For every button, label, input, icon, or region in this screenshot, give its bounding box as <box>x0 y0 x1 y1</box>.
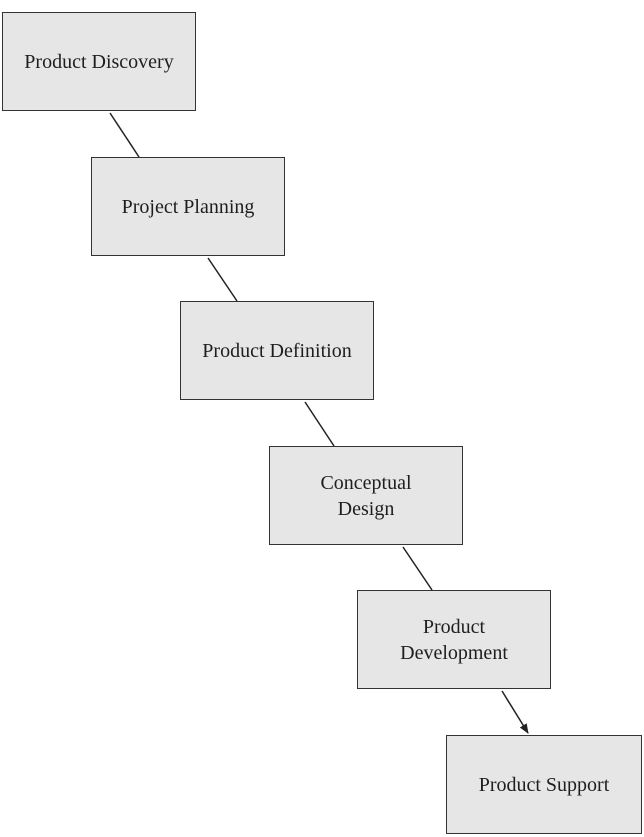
step-conceptual-design: Conceptual Design <box>269 446 463 545</box>
step-project-planning: Project Planning <box>91 157 285 256</box>
step-label: Product Definition <box>202 339 352 362</box>
step-product-definition: Product Definition <box>180 301 374 400</box>
connector-conceptual-to-development <box>402 546 433 591</box>
step-product-discovery: Product Discovery <box>2 12 196 111</box>
connector-planning-to-definition <box>207 257 238 302</box>
step-label: Product Support <box>478 773 610 796</box>
connector-discovery-to-planning <box>109 112 140 158</box>
step-label: Product Discovery <box>24 50 174 73</box>
connector-definition-to-conceptual <box>304 401 335 447</box>
step-label: Conceptual Design <box>320 471 412 520</box>
step-label: Project Planning <box>121 195 255 218</box>
step-product-development: Product Development <box>357 590 551 689</box>
step-label: Product Development <box>400 615 508 664</box>
step-product-support: Product Support <box>446 735 642 834</box>
connector-development-to-support <box>501 690 529 734</box>
